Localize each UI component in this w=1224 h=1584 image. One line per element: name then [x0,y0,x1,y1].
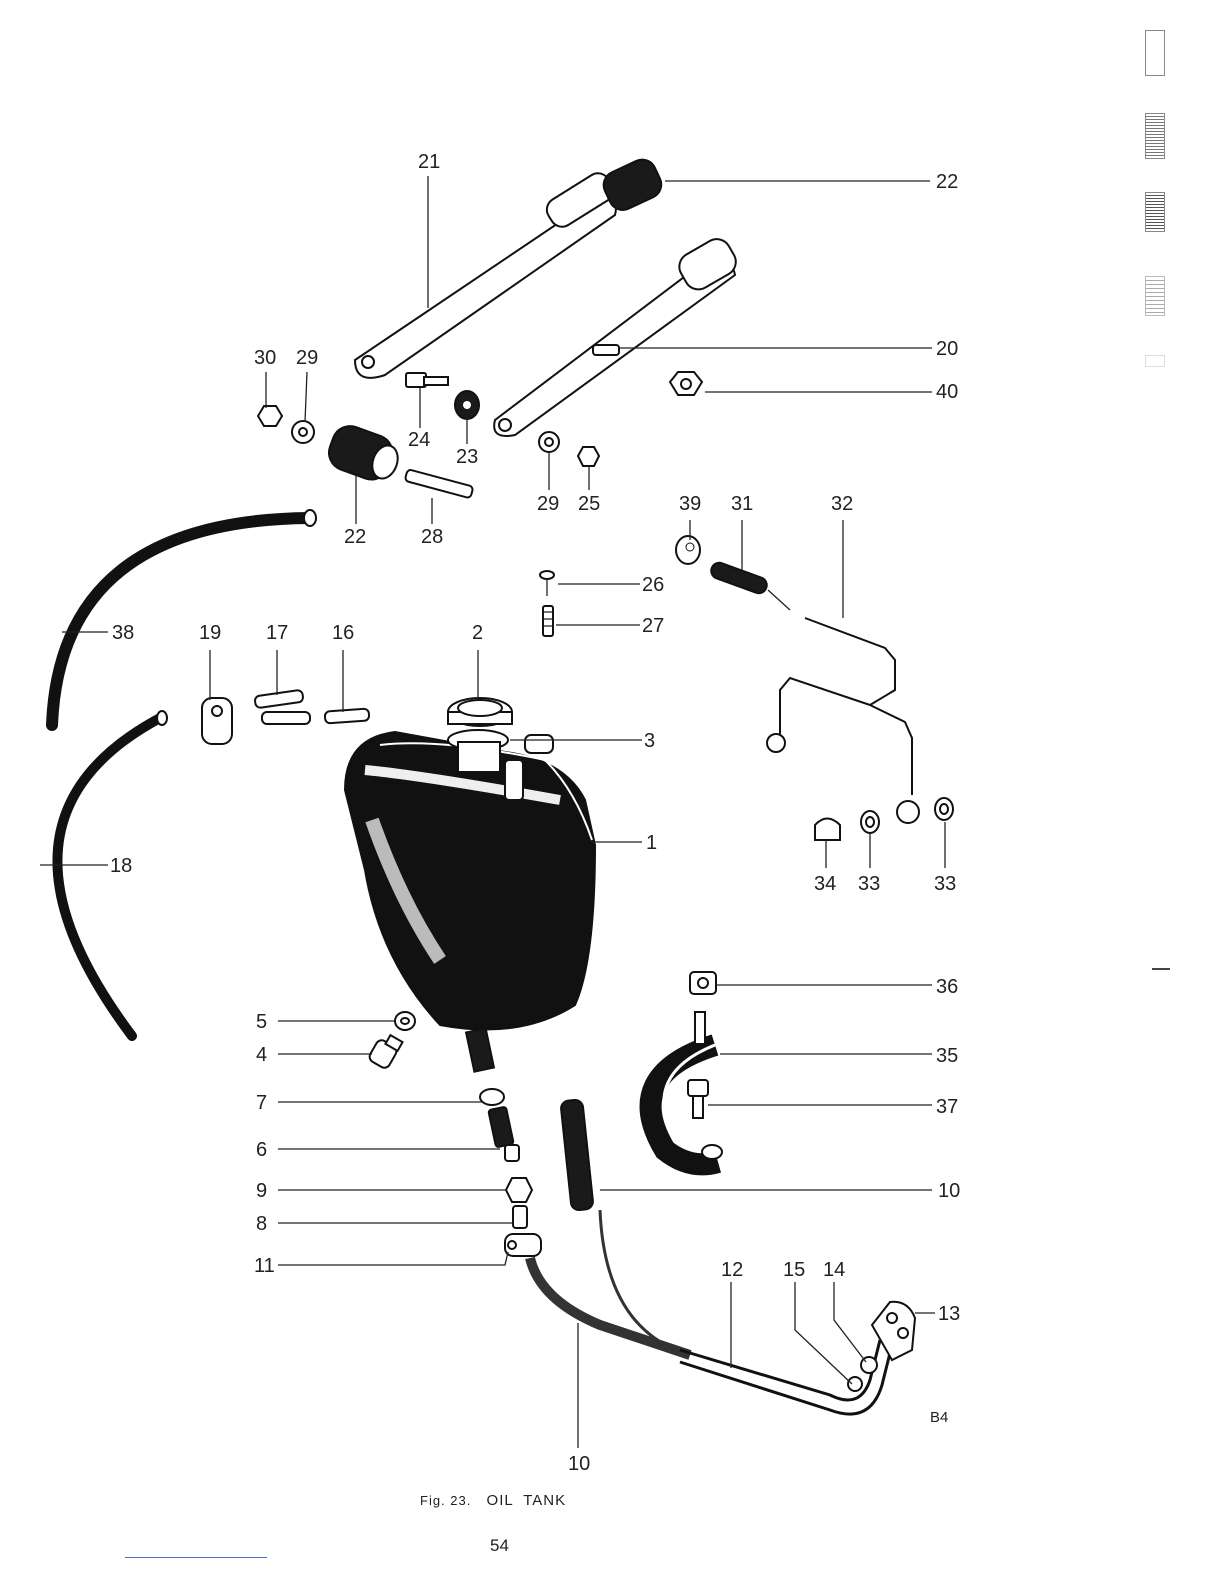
callout-36: 36 [936,976,958,998]
callout-21: 21 [418,151,440,173]
callout-37: 37 [936,1096,958,1118]
callout-29-left: 29 [296,347,318,369]
part-31-sleeve [709,561,790,610]
figure-number: Fig. 23. [420,1493,471,1508]
callout-6: 6 [256,1139,267,1161]
callout-13: 13 [938,1303,960,1325]
part-39-clip [676,536,700,564]
callout-22-upper: 22 [936,171,958,193]
callout-16: 16 [332,622,354,644]
part-28-stud [405,469,474,498]
callout-11: 11 [254,1255,275,1277]
part-32-breather-pipe [767,618,919,823]
callout-18: 18 [110,855,132,877]
part-5-washer [395,1012,415,1030]
part-21-front-stay [355,169,618,378]
part-8-olive [513,1206,527,1228]
callout-1: 1 [646,832,657,854]
part-24-bolt [406,373,448,387]
callout-14: 14 [823,1259,845,1281]
figure-title: OIL TANK [487,1492,567,1509]
part-6-filter [488,1107,519,1161]
part-4-drain-plug [367,1035,402,1070]
part-1-oil-tank [345,732,595,1030]
part-12-oil-pipes [680,1340,892,1414]
callout-7: 7 [256,1092,267,1114]
page-thumbnail-4 [1145,276,1165,316]
callout-33-b: 33 [934,873,956,895]
callout-15: 15 [783,1259,805,1281]
callout-17: 17 [266,622,288,644]
callout-34: 34 [814,873,836,895]
callout-19: 19 [199,622,221,644]
callout-35: 35 [936,1045,958,1067]
callout-10-upper: 10 [938,1180,960,1202]
callout-26: 26 [642,574,664,596]
callout-39: 39 [679,493,701,515]
part-36-nut [690,972,716,994]
part-9-nut [506,1178,532,1202]
part-34-cap-nut [815,819,840,841]
part-29-washer-left [292,421,314,443]
part-19-clip [202,698,232,744]
part-26-screw [540,571,554,596]
callout-33-a: 33 [858,873,880,895]
page-thumbnail-5 [1145,355,1165,367]
callout-29-right: 29 [537,493,559,515]
callout-22-lower: 22 [344,526,366,548]
callout-27: 27 [642,615,664,637]
page-number: 54 [490,1536,509,1556]
part-27-spring [543,606,553,636]
part-7-union [466,1028,504,1105]
callout-31: 31 [731,493,753,515]
part-37-bolt [688,1080,708,1118]
page-thumbnail-3 [1145,192,1165,232]
part-17-connector [254,690,310,724]
part-30-nut [258,406,282,426]
callout-2: 2 [472,622,483,644]
callout-8: 8 [256,1213,267,1235]
part-16-tube [325,708,370,723]
callout-5: 5 [256,1011,267,1033]
callout-23: 23 [456,446,478,468]
callout-4: 4 [256,1044,267,1066]
callout-32: 32 [831,493,853,515]
part-15-washer [848,1377,862,1391]
callout-3: 3 [644,730,655,752]
margin-mark [1152,968,1170,970]
page-thumbnail-1 [1145,30,1165,76]
callout-24: 24 [408,429,430,451]
callout-9: 9 [256,1180,267,1202]
callout-28: 28 [421,526,443,548]
part-11-clip [505,1234,541,1256]
callout-12: 12 [721,1259,743,1281]
part-33-washer-b [935,798,953,820]
figure-reference-code: B4 [930,1409,948,1426]
callout-25: 25 [578,493,600,515]
callout-20: 20 [936,338,958,360]
hyperlink-underline [125,1557,267,1558]
part-25-nut [578,447,599,466]
callout-38: 38 [112,622,134,644]
callout-40: 40 [936,381,958,403]
part-35-strap [651,1012,722,1164]
part-29-washer-right [539,432,559,452]
page-thumbnail-2 [1145,113,1165,159]
part-40-nut [670,372,702,395]
figure-caption: Fig. 23. OIL TANK [420,1492,566,1509]
part-2-filler-cap [448,698,512,726]
part-33-washer-a [861,811,879,833]
part-23-spacer [455,391,479,419]
callout-30: 30 [254,347,276,369]
part-22-rubber-bush-lower [324,421,402,484]
callout-10-lower: 10 [568,1453,590,1475]
